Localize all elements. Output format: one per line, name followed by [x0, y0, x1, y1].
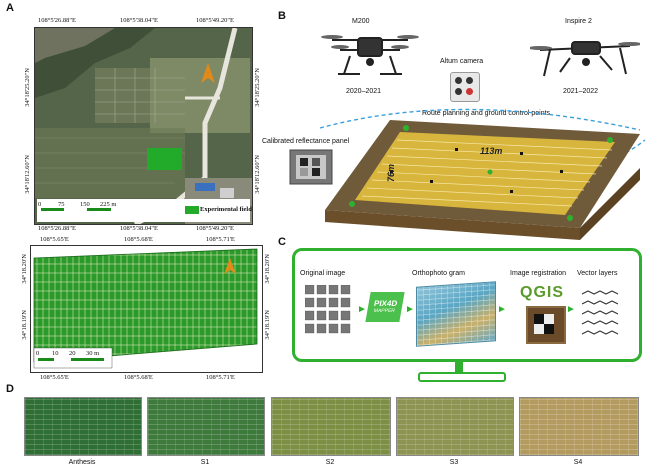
monitor-stand [455, 359, 463, 373]
map-top-coord-2: 108°5'38.04"E [120, 17, 159, 24]
years-left-label: 2020–2021 [346, 88, 382, 95]
scale-tick-3: 225 m [100, 201, 117, 208]
plot-top-coord-1: 108°5.65'E [40, 236, 69, 243]
workflow-monitor-frame [292, 248, 642, 362]
plot-left-coord-1: 34°18.20'N [21, 254, 28, 284]
plot-left-coord-2: 34°18.19'N [21, 310, 28, 340]
original-image-grid-icon [305, 285, 351, 334]
satellite-map [34, 27, 253, 225]
panel-label-d: D [6, 383, 14, 395]
plot-scale-tick-3: 30 m [86, 350, 100, 357]
plot-top-coord-2: 108°5.68'E [124, 236, 153, 243]
map-right-coord-2: 34°18'12.60"N [254, 155, 261, 194]
pix4d-logo: PIX4D MAPPER [365, 292, 405, 322]
stage-caption-anthesis: Anthesis [68, 459, 96, 466]
map-bottom-coord-1: 108°5'26.88"E [38, 225, 77, 232]
north-arrow-icon [201, 63, 215, 83]
plot-top-coord-3: 108°5.71'E [206, 236, 235, 243]
stage-caption-s3: S3 [449, 459, 459, 466]
map-right-coord-1: 34°18'25.20"N [254, 68, 261, 107]
scale-tick-2: 150 [80, 201, 90, 208]
field-flight-scene [289, 108, 646, 240]
satellite-map-drawing [35, 28, 252, 224]
experimental-field-area [147, 148, 182, 170]
qgis-logo: QGIS [520, 284, 565, 301]
arrow-3-icon: ► [497, 304, 507, 315]
plot-grid-drawing [33, 248, 258, 369]
map-bottom-coord-3: 108°5'49.20"E [196, 225, 235, 232]
dimension-long-label: 113m [480, 146, 503, 156]
step-vector-layers-label: Vector layers [577, 270, 618, 277]
stage-image-s4 [519, 397, 639, 456]
plot-bottom-coord-3: 108°5.71'E [206, 374, 235, 381]
drone-left-label: M200 [352, 18, 370, 25]
scale-tick-0: 0 [38, 201, 42, 208]
stage-image-s2 [271, 397, 391, 456]
plot-right-coord-2: 34°18.19'N [264, 310, 271, 340]
stage-caption-s4: S4 [573, 459, 583, 466]
plot-scale-tick-1: 10 [52, 350, 59, 357]
arrow-1-icon: ► [357, 304, 367, 315]
scale-tick-1: 75 [58, 201, 65, 208]
arrow-2-icon: ► [405, 304, 415, 315]
calibrated-panel-label: Calibrated reflectance panel [262, 138, 350, 145]
plot-bottom-coord-2: 108°5.68'E [124, 374, 153, 381]
step-original-image-label: Original image [300, 270, 346, 277]
map-top-coord-3: 108°5'49.20"E [196, 17, 235, 24]
registration-image [526, 306, 566, 344]
stage-caption-s2: S2 [325, 459, 335, 466]
plot-right-coord-1: 34°18.20'N [264, 254, 271, 284]
map-top-coord-1: 108°5'26.88"E [38, 17, 77, 24]
panel-label-c: C [278, 236, 286, 248]
drone-right-label: Inspire 2 [565, 18, 592, 25]
dimension-short-label: 76m [386, 164, 396, 183]
step-orthophoto-label: Orthophoto gram [412, 270, 465, 277]
pix4d-logo-text: PIX4D [373, 299, 398, 308]
plot-scale-tick-2: 20 [69, 350, 76, 357]
plot-north-arrow-icon [224, 258, 236, 274]
stage-caption-s1: S1 [200, 459, 210, 466]
plot-layout-map [30, 245, 263, 373]
panel-label-b: B [278, 10, 286, 22]
vector-layers-icon [581, 290, 619, 335]
years-right-label: 2021–2022 [563, 88, 599, 95]
step-registration-label: Image registration [510, 270, 567, 277]
camera-label: Altum camera [440, 58, 484, 65]
panel-label-a: A [6, 2, 14, 14]
stage-image-s1 [147, 397, 265, 456]
route-label: Route planning and ground control points [422, 110, 551, 117]
map-left-coord-1: 34°18'25.20"N [24, 68, 31, 107]
inspire-drone-icon [530, 41, 640, 77]
stage-image-s3 [396, 397, 514, 456]
plot-scale-tick-0: 0 [36, 350, 40, 357]
orthophoto-image [416, 281, 496, 347]
pix4d-mapper-text: MAPPER [373, 308, 396, 314]
monitor-base [418, 372, 506, 382]
map-left-coord-2: 34°18'12.60"N [24, 155, 31, 194]
map-bottom-coord-2: 108°5'38.04"E [120, 225, 159, 232]
altum-camera-icon [450, 72, 480, 102]
m200-drone-icon [321, 35, 419, 75]
legend-experimental-field: Experimental field [200, 206, 252, 213]
stage-image-anthesis [24, 397, 142, 456]
arrow-4-icon: ► [566, 304, 576, 315]
plot-bottom-coord-1: 108°5.65'E [40, 374, 69, 381]
